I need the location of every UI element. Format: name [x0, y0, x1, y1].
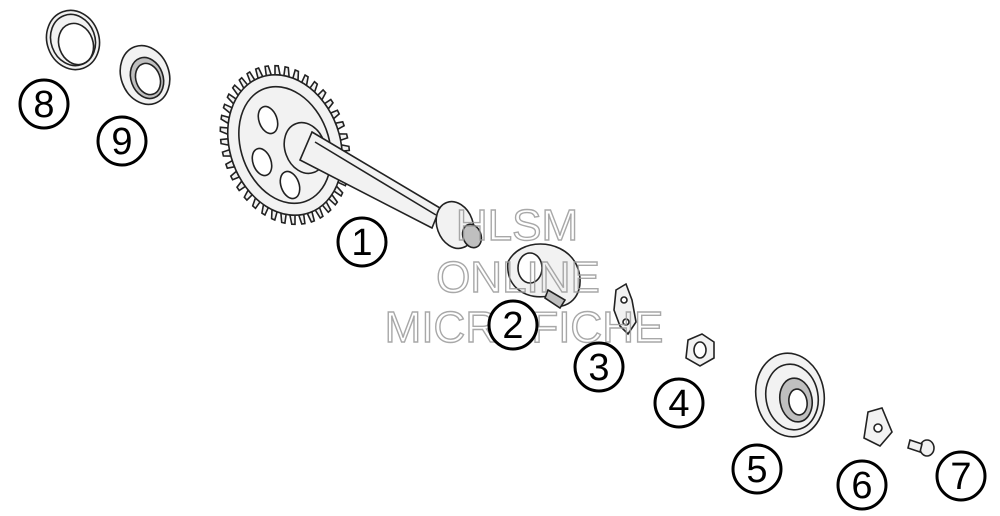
callout-8: 8 — [18, 78, 70, 130]
callout-6-label: 6 — [851, 465, 872, 507]
callout-5: 5 — [731, 443, 783, 495]
callout-3-label: 3 — [588, 347, 609, 389]
callout-6: 6 — [836, 459, 888, 511]
part-8-bearing-ring — [45, 9, 101, 71]
callout-4: 4 — [653, 377, 705, 429]
part-4-hex-nut — [685, 333, 715, 367]
gear-tooth — [288, 214, 296, 226]
callout-8-label: 8 — [33, 84, 54, 126]
gear-tooth — [219, 126, 229, 136]
callout-9-label: 9 — [111, 121, 132, 163]
callout-7: 7 — [935, 450, 987, 502]
part-6-retaining-plate — [863, 407, 893, 447]
part-3-stop-plate — [613, 282, 637, 336]
callout-4-label: 4 — [668, 383, 689, 425]
gear-tooth — [274, 64, 282, 76]
gear-teeth — [219, 64, 351, 226]
callout-7-label: 7 — [950, 456, 971, 498]
part-5-ball-bearing — [754, 352, 826, 438]
callout-1-label: 1 — [351, 222, 372, 264]
part-9-seal-ring — [119, 44, 171, 106]
watermark-line-2: ONLINE — [436, 253, 600, 302]
watermark-line-1: HLSM — [456, 201, 578, 250]
callout-5-label: 5 — [746, 449, 767, 491]
callout-2-label: 2 — [502, 305, 523, 347]
part-1-gear-shaft — [219, 64, 483, 250]
callout-3: 3 — [573, 341, 625, 393]
callout-2: 2 — [487, 299, 539, 351]
part-7-screw — [907, 438, 935, 457]
callout-9: 9 — [96, 115, 148, 167]
part-2-hub — [507, 243, 581, 310]
callout-1: 1 — [336, 216, 388, 268]
